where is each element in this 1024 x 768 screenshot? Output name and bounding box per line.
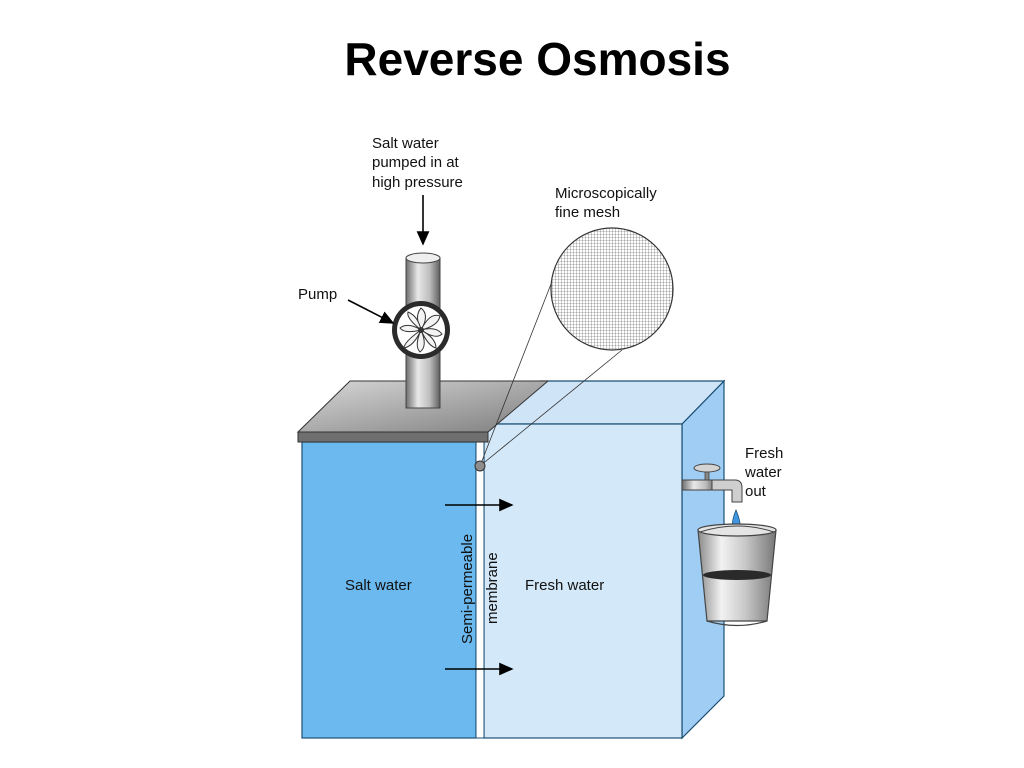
faucet-icon bbox=[681, 463, 743, 503]
membrane-label-line: Semi-permeable bbox=[459, 534, 476, 644]
pump-icon bbox=[392, 301, 450, 359]
bucket-icon bbox=[697, 523, 777, 627]
membrane-detail-point bbox=[474, 460, 486, 472]
outlet-label-line: water bbox=[744, 464, 782, 481]
pump-label: Pump bbox=[298, 286, 337, 303]
salt-water-label: Salt water bbox=[345, 577, 412, 594]
outlet-label-line: out bbox=[745, 483, 767, 500]
semi-permeable-membrane bbox=[475, 441, 485, 739]
inlet-pipe-opening bbox=[405, 252, 441, 264]
mesh-callout-line bbox=[479, 349, 623, 467]
fresh-water-label: Fresh water bbox=[525, 577, 604, 594]
mesh-label-line: fine mesh bbox=[555, 204, 620, 221]
input-label-line: Salt water bbox=[372, 135, 439, 152]
mesh-label-line: Microscopically bbox=[555, 185, 657, 202]
outlet-label-line: Fresh bbox=[745, 445, 783, 462]
salt-water-compartment bbox=[301, 441, 477, 739]
mesh-magnified-circle bbox=[550, 227, 674, 351]
membrane-label-line: membrane bbox=[484, 552, 501, 624]
svg-text:Salt water pumped in at: Salt water pumped in at high pressure bbox=[372, 135, 463, 191]
page-title: Reverse Osmosis bbox=[344, 33, 731, 85]
svg-text:Fresh water out: Fresh water out bbox=[744, 445, 788, 500]
input-label-line: pumped in at bbox=[372, 154, 460, 171]
pump-pointer-arrow bbox=[347, 299, 395, 324]
mesh-callout-line bbox=[479, 283, 552, 467]
fresh-water-compartment bbox=[483, 423, 683, 739]
svg-text:Microscopically fine mesh: Microscopically fine mesh bbox=[555, 185, 661, 221]
input-label-line: high pressure bbox=[372, 174, 463, 191]
pressure-lid-front bbox=[297, 431, 489, 443]
